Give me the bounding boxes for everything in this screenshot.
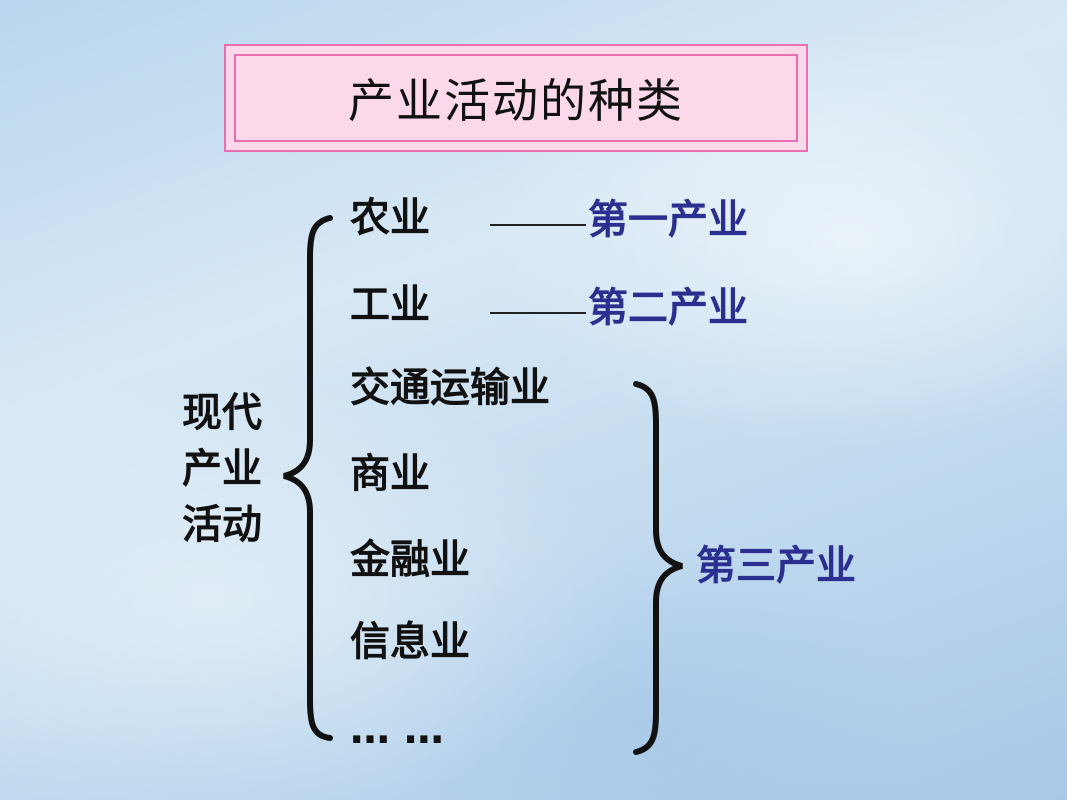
item-agriculture: 农业 xyxy=(350,195,430,241)
item-transport: 交通运输业 xyxy=(350,365,550,411)
sector-secondary: 第二产业 xyxy=(588,285,748,331)
root-label: 现代产业活动 xyxy=(182,390,262,548)
right-brace xyxy=(633,381,683,755)
left-brace xyxy=(283,215,333,741)
title-box: 产业活动的种类 xyxy=(224,44,808,152)
item-information: 信息业 xyxy=(350,619,470,665)
dash-secondary xyxy=(490,312,586,314)
item-ellipsis: … … xyxy=(350,707,444,753)
sector-tertiary: 第三产业 xyxy=(696,543,856,589)
dash-primary xyxy=(490,224,586,226)
item-finance: 金融业 xyxy=(350,537,470,583)
sector-primary: 第一产业 xyxy=(588,197,748,243)
item-commerce: 商业 xyxy=(350,451,430,497)
item-industry: 工业 xyxy=(350,282,430,328)
page-title: 产业活动的种类 xyxy=(348,74,684,128)
